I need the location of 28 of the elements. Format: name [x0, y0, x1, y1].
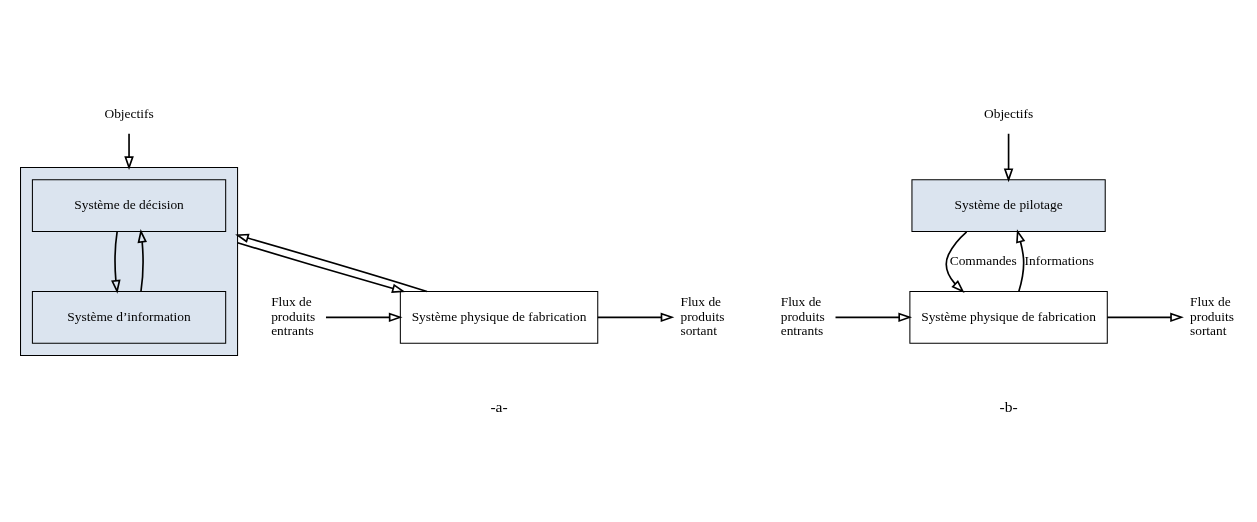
edge-label: Commandes: [949, 252, 1017, 268]
edge-label: Informations: [1024, 252, 1094, 268]
node-text: Objectifs: [983, 105, 1034, 121]
arrow: [945, 230, 968, 293]
node-text: Flux de produits sortant: [1189, 293, 1234, 338]
arrow: [137, 228, 147, 292]
node-box: Système physique de fabrication: [399, 290, 599, 344]
node-text: Flux de produits entrants: [271, 293, 316, 338]
node-box: Système de pilotage: [911, 178, 1106, 232]
label: -a-: [490, 397, 508, 415]
node-box: Système d’information: [31, 290, 227, 344]
node-box: Système physique de fabrication: [909, 290, 1108, 344]
arrow: [1003, 132, 1014, 182]
arrow: [596, 312, 675, 322]
arrow: [235, 233, 428, 292]
arrow: [1106, 312, 1184, 322]
arrow: [325, 312, 403, 322]
node-box: Système de décision: [31, 178, 227, 232]
node-text: Flux de produits entrants: [780, 293, 825, 338]
node-text: Flux de produits sortant: [680, 293, 725, 338]
cluster: [20, 166, 239, 356]
arrow: [236, 241, 406, 293]
arrow: [834, 312, 913, 322]
arrow: [111, 230, 121, 294]
arrow: [1016, 228, 1026, 292]
node-text: Objectifs: [104, 105, 154, 121]
arrow: [124, 132, 134, 170]
label: -b-: [999, 397, 1018, 415]
